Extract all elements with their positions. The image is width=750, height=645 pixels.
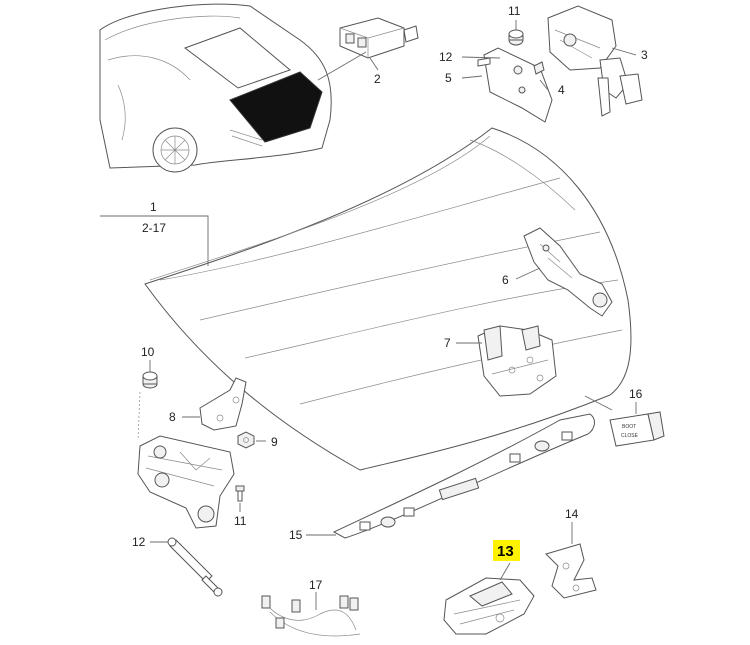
part-11-grommet-top: [508, 29, 524, 46]
switch-text-line1: BOOT: [622, 424, 636, 430]
callout-11-bottom: 11: [234, 514, 247, 528]
leader-12-top: [461, 56, 501, 59]
callout-13: 13: [497, 543, 514, 560]
part-13-latch: [443, 577, 535, 635]
callout-7: 7: [444, 336, 451, 350]
part-6-bracket: [523, 227, 613, 317]
callout-1-range: 2-17: [142, 221, 166, 235]
leader-2b: [317, 51, 367, 81]
part-11-bolt-bottom: [235, 485, 245, 502]
part-8-hinge-arm: [199, 377, 247, 431]
leader-1: [100, 215, 209, 266]
callout-1: 1: [150, 200, 157, 214]
leader-13: [499, 562, 511, 581]
callout-4: 4: [558, 83, 565, 97]
switch-text-line2: CLOSE: [621, 433, 639, 439]
part-9-nut: [237, 431, 255, 449]
car-thumbnail: [99, 3, 332, 173]
leader-6: [515, 267, 541, 280]
callout-3: 3: [641, 48, 648, 62]
leader-4: [539, 79, 549, 91]
part-17-wiring-harness: [261, 595, 361, 637]
callout-15: 15: [289, 528, 303, 542]
callout-2: 2: [374, 72, 381, 86]
dashed-link-10: [137, 391, 141, 441]
leader-3: [611, 47, 637, 56]
leader-16b: [584, 395, 613, 411]
callout-6: 6: [502, 273, 509, 287]
callout-5: 5: [445, 71, 452, 85]
callout-9: 9: [271, 435, 278, 449]
callout-17: 17: [309, 578, 323, 592]
part-16-boot-close-switch: BOOT CLOSE: [609, 411, 665, 447]
rear-window-glass: [229, 71, 323, 143]
callout-11-top: 11: [508, 4, 521, 18]
callout-10: 10: [141, 345, 155, 359]
part-2-control-module: [339, 17, 419, 59]
part-7-lock-actuator: [477, 325, 557, 397]
callout-13-highlight: [493, 540, 520, 561]
callout-12-top: 12: [439, 50, 453, 64]
leader-5: [461, 75, 483, 79]
part-10-bump-stop: [142, 371, 158, 389]
parts-3-4-5-12-actuator-bracket: [477, 5, 643, 123]
part-12-gas-strut: [167, 537, 223, 597]
callout-16: 16: [629, 387, 643, 401]
hinge-assembly: [137, 435, 235, 529]
callout-14: 14: [565, 507, 579, 521]
part-14-bracket: [545, 543, 597, 599]
part-15-trim-panel: [332, 413, 595, 539]
leader-2: [369, 57, 379, 71]
callout-8: 8: [169, 410, 176, 424]
callout-12-bottom: 12: [132, 535, 146, 549]
